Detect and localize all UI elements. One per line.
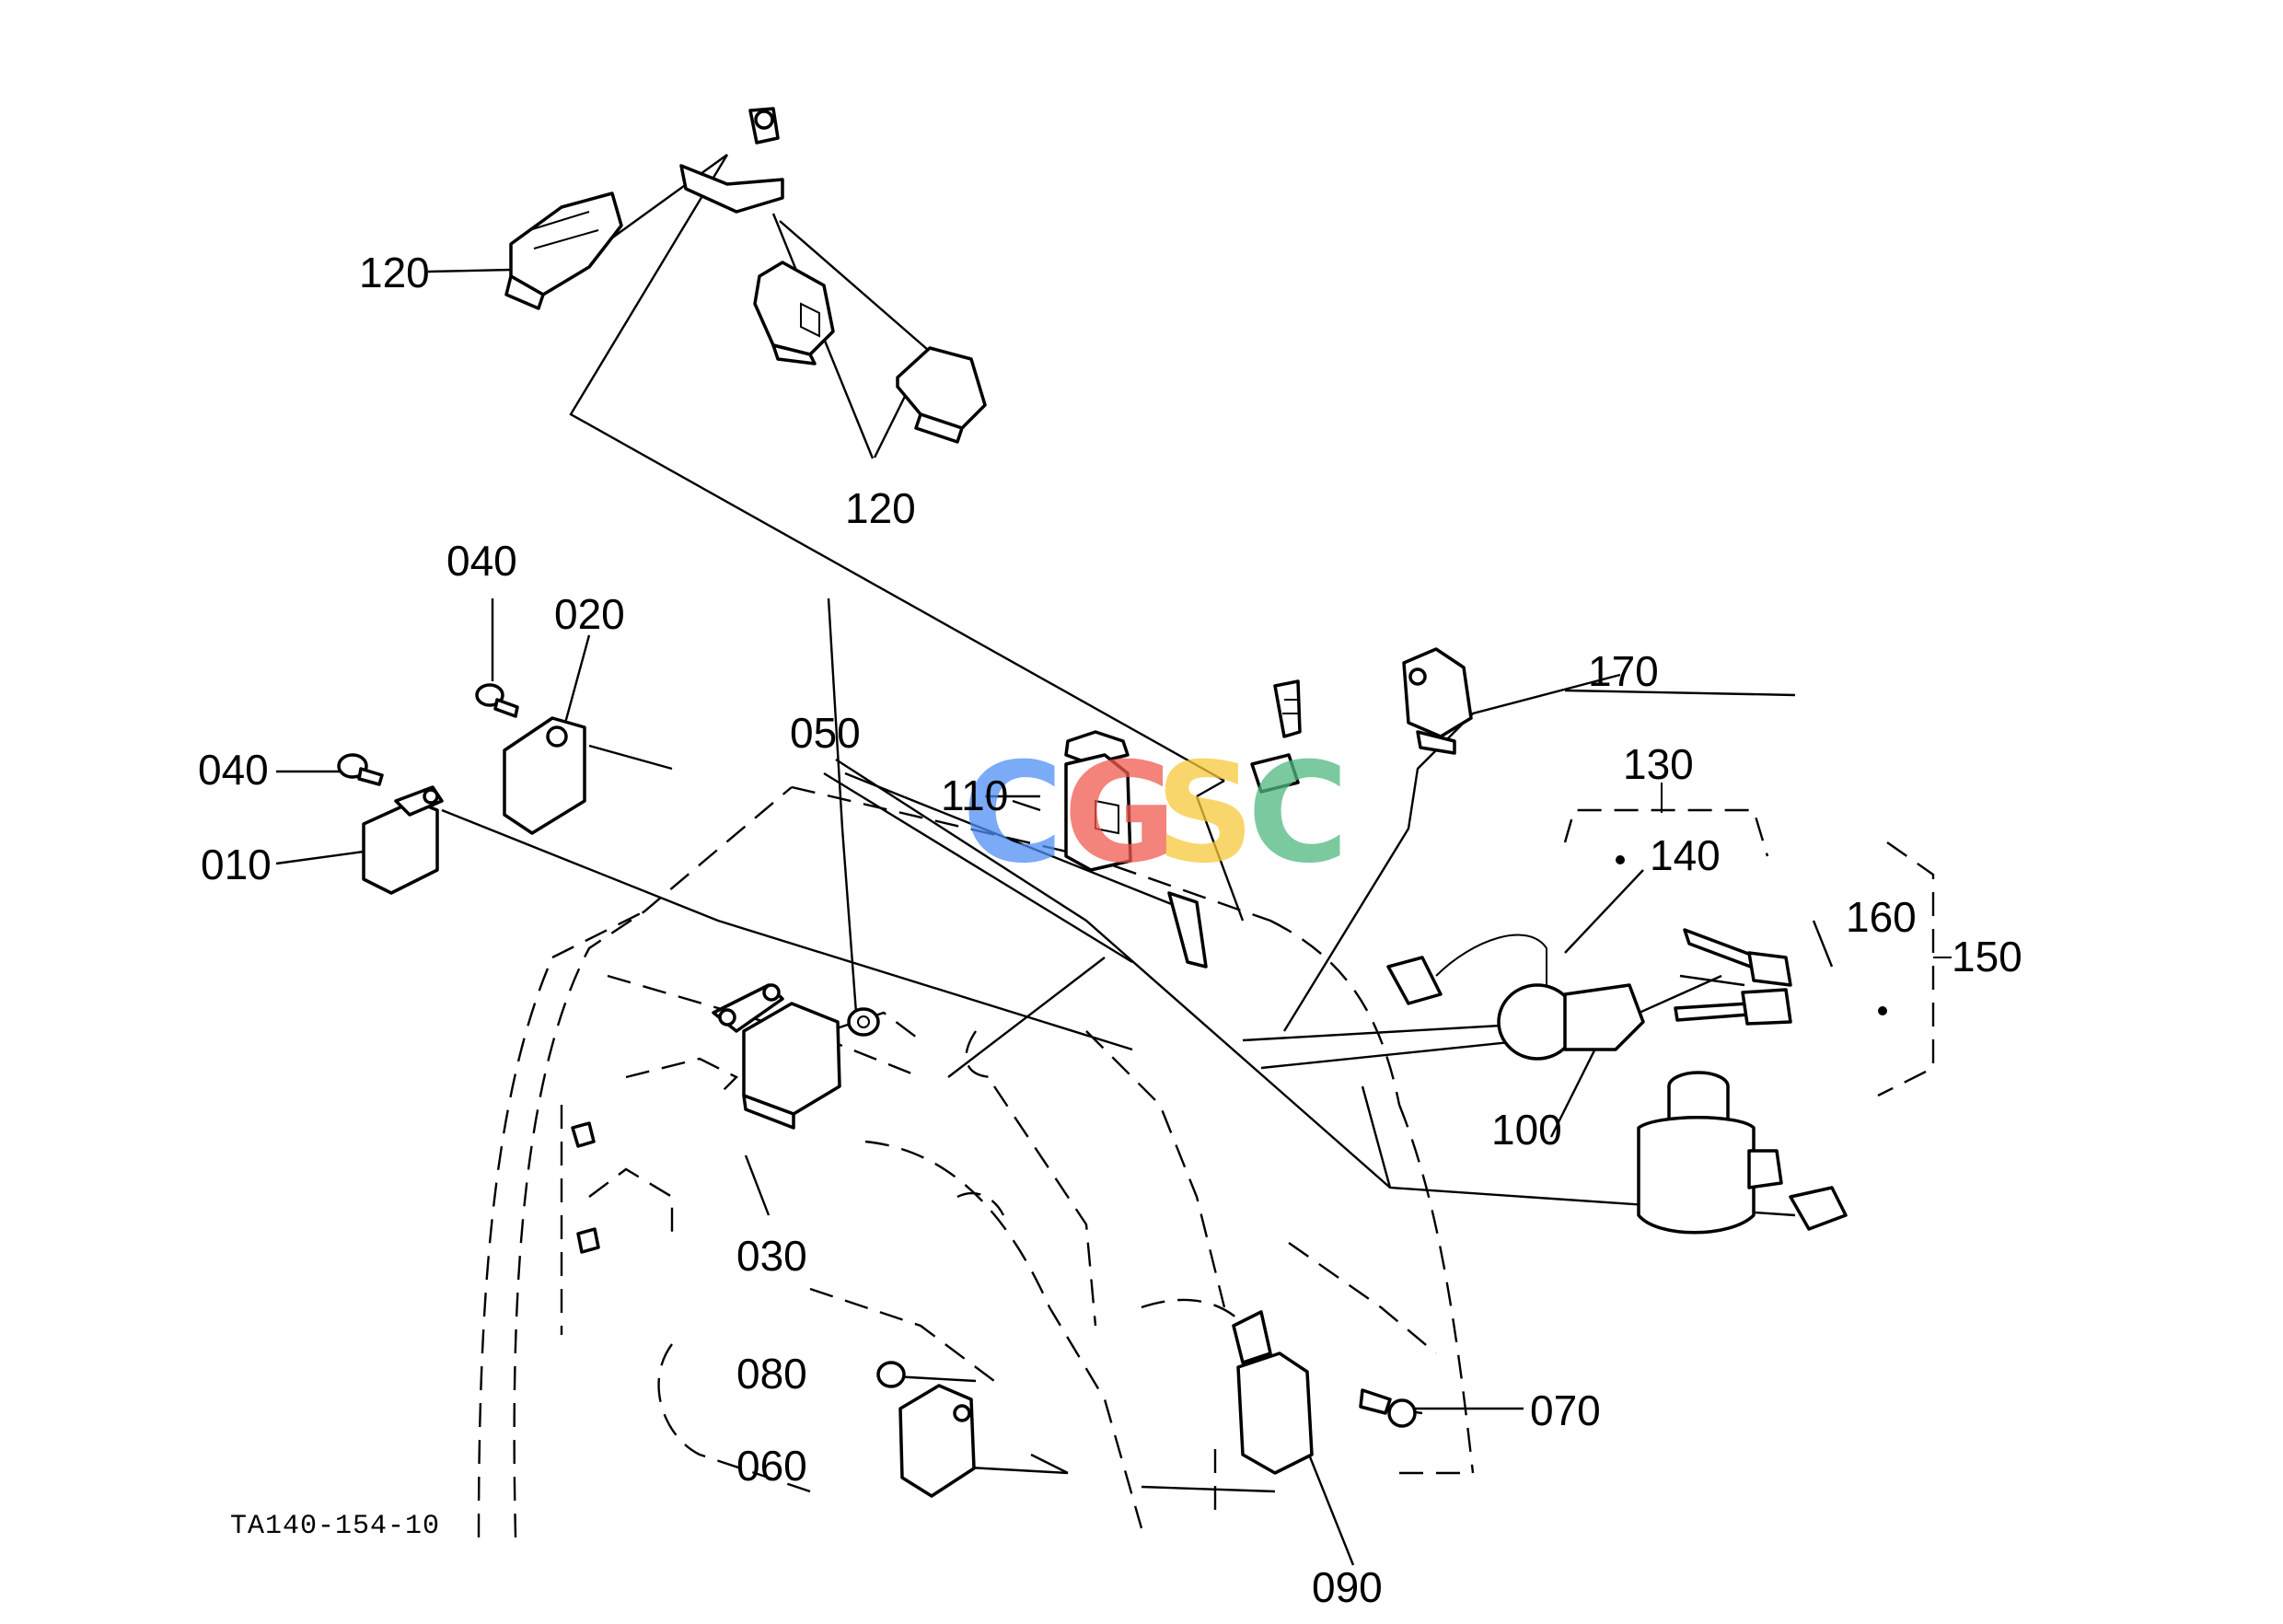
nut-050	[847, 1007, 880, 1037]
label-030: 030	[736, 1232, 807, 1280]
relay-030	[712, 983, 841, 1130]
label-120-left: 120	[359, 249, 430, 296]
label-010: 010	[201, 841, 272, 888]
label-070: 070	[1530, 1386, 1601, 1434]
label-040-left: 040	[198, 746, 269, 794]
label-160: 160	[1846, 893, 1917, 941]
label-060: 060	[736, 1442, 807, 1490]
relay-090	[1232, 1310, 1314, 1475]
relay-020	[503, 716, 586, 835]
nut-080	[876, 1361, 906, 1388]
relay-060	[898, 1384, 976, 1498]
label-140: 140	[1650, 831, 1721, 879]
relay-170	[1402, 647, 1473, 755]
antenna-part	[1250, 679, 1302, 794]
dot-marker-150	[1878, 1006, 1887, 1015]
dot-marker-130	[1616, 855, 1625, 864]
label-080: 080	[736, 1350, 807, 1398]
switch-110	[1064, 730, 1132, 872]
panel-clips	[571, 891, 1208, 1254]
label-100: 100	[1491, 1106, 1562, 1154]
watermark-letter-c1: C	[962, 734, 1063, 894]
switch-100	[1637, 1071, 1848, 1235]
label-110: 110	[941, 771, 1008, 819]
reference-code: TA140-154-10	[230, 1511, 440, 1542]
watermark-letter-s: S	[1155, 734, 1255, 894]
relay-120-left	[504, 191, 623, 310]
relay-120-right	[896, 346, 987, 444]
leader-lines	[275, 154, 1834, 1566]
label-090: 090	[1312, 1563, 1383, 1611]
panel-outline	[477, 785, 1475, 1538]
label-020: 020	[554, 590, 625, 638]
relay-120-center	[753, 261, 835, 365]
label-130: 130	[1623, 740, 1694, 788]
part-labels: 120 120 040 020 040 010 050 110 170 130 …	[198, 249, 2022, 1611]
bracket-150	[1877, 841, 1952, 1097]
bracket-120	[679, 107, 784, 214]
label-150: 150	[1952, 933, 2022, 980]
label-040-top: 040	[446, 537, 517, 585]
key-switch-140	[1386, 934, 1645, 1061]
watermark-letter-c2: C	[1247, 734, 1349, 894]
bolt-070	[1359, 1388, 1417, 1428]
watermark-letter-g: G	[1063, 734, 1176, 894]
label-120-bottom: 120	[845, 484, 916, 532]
label-050: 050	[790, 709, 861, 757]
keys-160	[1674, 928, 1792, 1026]
relay-010	[362, 785, 444, 895]
label-170: 170	[1588, 647, 1659, 695]
watermark-cgsc: C G S C	[962, 734, 1349, 894]
bolt-040-left	[337, 753, 384, 786]
bolt-040-top	[475, 683, 519, 718]
bracket-130	[1563, 783, 1769, 857]
